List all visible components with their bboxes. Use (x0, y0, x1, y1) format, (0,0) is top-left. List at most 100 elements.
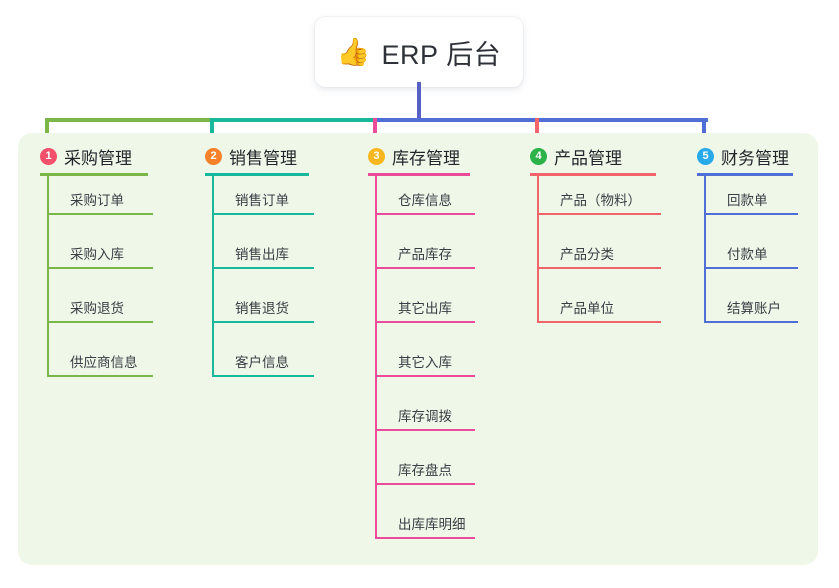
leaf-item[interactable]: 采购退货 (47, 293, 153, 323)
column-header-3[interactable]: 3 库存管理 (368, 144, 460, 169)
leaf-item-rule (375, 213, 475, 215)
column-header-rule-5 (697, 173, 793, 176)
leaf-item[interactable]: 产品单位 (537, 293, 661, 323)
column-header-1[interactable]: 1 采购管理 (40, 144, 132, 169)
column-title-2: 销售管理 (229, 149, 297, 168)
leaf-item-rule (375, 321, 475, 323)
leaf-item-label: 结算账户 (727, 301, 781, 316)
leaf-item-rule (47, 267, 153, 269)
branch-column-1: 1 采购管理采购订单采购入库采购退货供应商信息 (40, 133, 200, 588)
leaf-item-rule (212, 267, 314, 269)
leaf-item-label: 销售订单 (235, 193, 289, 208)
leaf-item-label: 其它出库 (398, 301, 452, 316)
leaf-item-rule (704, 321, 798, 323)
column-header-4[interactable]: 4 产品管理 (530, 144, 622, 169)
connector-bar-teal (212, 118, 375, 122)
connector-bar-blue (375, 118, 708, 122)
leaf-item[interactable]: 采购入库 (47, 239, 153, 269)
root-stem (417, 82, 421, 122)
leaf-item-rule (212, 375, 314, 377)
column-title-5: 财务管理 (721, 149, 789, 168)
leaf-item-rule (375, 483, 475, 485)
column-header-rule-2 (205, 173, 309, 176)
leaf-item-label: 销售出库 (235, 247, 289, 262)
column-spine-3 (375, 176, 377, 539)
column-badge-3: 3 (368, 148, 385, 165)
leaf-item-label: 产品单位 (560, 301, 614, 316)
leaf-item-label: 产品库存 (398, 247, 452, 262)
leaf-item[interactable]: 产品库存 (375, 239, 475, 269)
connector-bar-green (45, 118, 212, 122)
branch-column-2: 2 销售管理销售订单销售出库销售退货客户信息 (205, 133, 365, 588)
leaf-item-rule (47, 213, 153, 215)
column-spine-2 (212, 176, 214, 377)
leaf-item-label: 产品（物料） (560, 193, 641, 208)
leaf-item[interactable]: 付款单 (704, 239, 798, 269)
leaf-item-label: 仓库信息 (398, 193, 452, 208)
leaf-item-label: 产品分类 (560, 247, 614, 262)
leaf-item-rule (375, 429, 475, 431)
leaf-item[interactable]: 其它出库 (375, 293, 475, 323)
leaf-item-label: 采购订单 (70, 193, 124, 208)
column-header-5[interactable]: 5 财务管理 (697, 144, 789, 169)
leaf-item[interactable]: 库存调拨 (375, 401, 475, 431)
leaf-item-rule (537, 213, 661, 215)
column-header-2[interactable]: 2 销售管理 (205, 144, 297, 169)
leaf-item-label: 库存调拨 (398, 409, 452, 424)
root-node[interactable]: 👍 ERP 后台 (315, 17, 523, 87)
leaf-item-rule (375, 537, 475, 539)
leaf-item[interactable]: 产品（物料） (537, 185, 661, 215)
leaf-item-rule (212, 321, 314, 323)
leaf-item[interactable]: 客户信息 (212, 347, 314, 377)
column-title-4: 产品管理 (554, 149, 622, 168)
branch-column-5: 5 财务管理回款单付款单结算账户 (697, 133, 839, 588)
column-badge-1: 1 (40, 148, 57, 165)
column-spine-5 (704, 176, 706, 323)
leaf-item-label: 采购入库 (70, 247, 124, 262)
leaf-item[interactable]: 产品分类 (537, 239, 661, 269)
column-badge-2: 2 (205, 148, 222, 165)
leaf-item[interactable]: 回款单 (704, 185, 798, 215)
column-badge-5: 5 (697, 148, 714, 165)
leaf-item[interactable]: 采购订单 (47, 185, 153, 215)
leaf-item-rule (375, 375, 475, 377)
branch-panel (18, 133, 818, 565)
leaf-item[interactable]: 供应商信息 (47, 347, 153, 377)
branch-column-4: 4 产品管理产品（物料） 产品分类产品单位 (530, 133, 690, 588)
column-spine-4 (537, 176, 539, 323)
column-badge-4: 4 (530, 148, 547, 165)
thumbs-up-icon: 👍 (336, 36, 371, 67)
leaf-item-rule (704, 213, 798, 215)
leaf-item-rule (537, 267, 661, 269)
leaf-item-label: 销售退货 (235, 301, 289, 316)
leaf-item-rule (47, 375, 153, 377)
leaf-item-rule (47, 321, 153, 323)
leaf-item[interactable]: 销售订单 (212, 185, 314, 215)
column-spine-1 (47, 176, 49, 377)
leaf-item-rule (537, 321, 661, 323)
column-title-1: 采购管理 (64, 149, 132, 168)
leaf-item[interactable]: 其它入库 (375, 347, 475, 377)
leaf-item-label: 回款单 (727, 193, 768, 208)
leaf-item-label: 库存盘点 (398, 463, 452, 478)
branch-column-3: 3 库存管理仓库信息产品库存其它出库其它入库库存调拨库存盘点出库库明细 (368, 133, 528, 588)
leaf-item[interactable]: 销售退货 (212, 293, 314, 323)
leaf-item[interactable]: 库存盘点 (375, 455, 475, 485)
leaf-item[interactable]: 出库库明细 (375, 509, 475, 539)
column-title-3: 库存管理 (392, 149, 460, 168)
leaf-item-rule (212, 213, 314, 215)
leaf-item-label: 付款单 (727, 247, 768, 262)
leaf-item-rule (375, 267, 475, 269)
leaf-item[interactable]: 仓库信息 (375, 185, 475, 215)
leaf-item[interactable]: 销售出库 (212, 239, 314, 269)
leaf-item-label: 其它入库 (398, 355, 452, 370)
leaf-item[interactable]: 结算账户 (704, 293, 798, 323)
leaf-item-label: 客户信息 (235, 355, 289, 370)
leaf-item-label: 采购退货 (70, 301, 124, 316)
leaf-item-label: 供应商信息 (70, 355, 138, 370)
root-node-title: ERP 后台 (381, 39, 502, 70)
column-header-rule-3 (368, 173, 470, 176)
column-header-rule-4 (530, 173, 656, 176)
leaf-item-label: 出库库明细 (398, 517, 466, 532)
